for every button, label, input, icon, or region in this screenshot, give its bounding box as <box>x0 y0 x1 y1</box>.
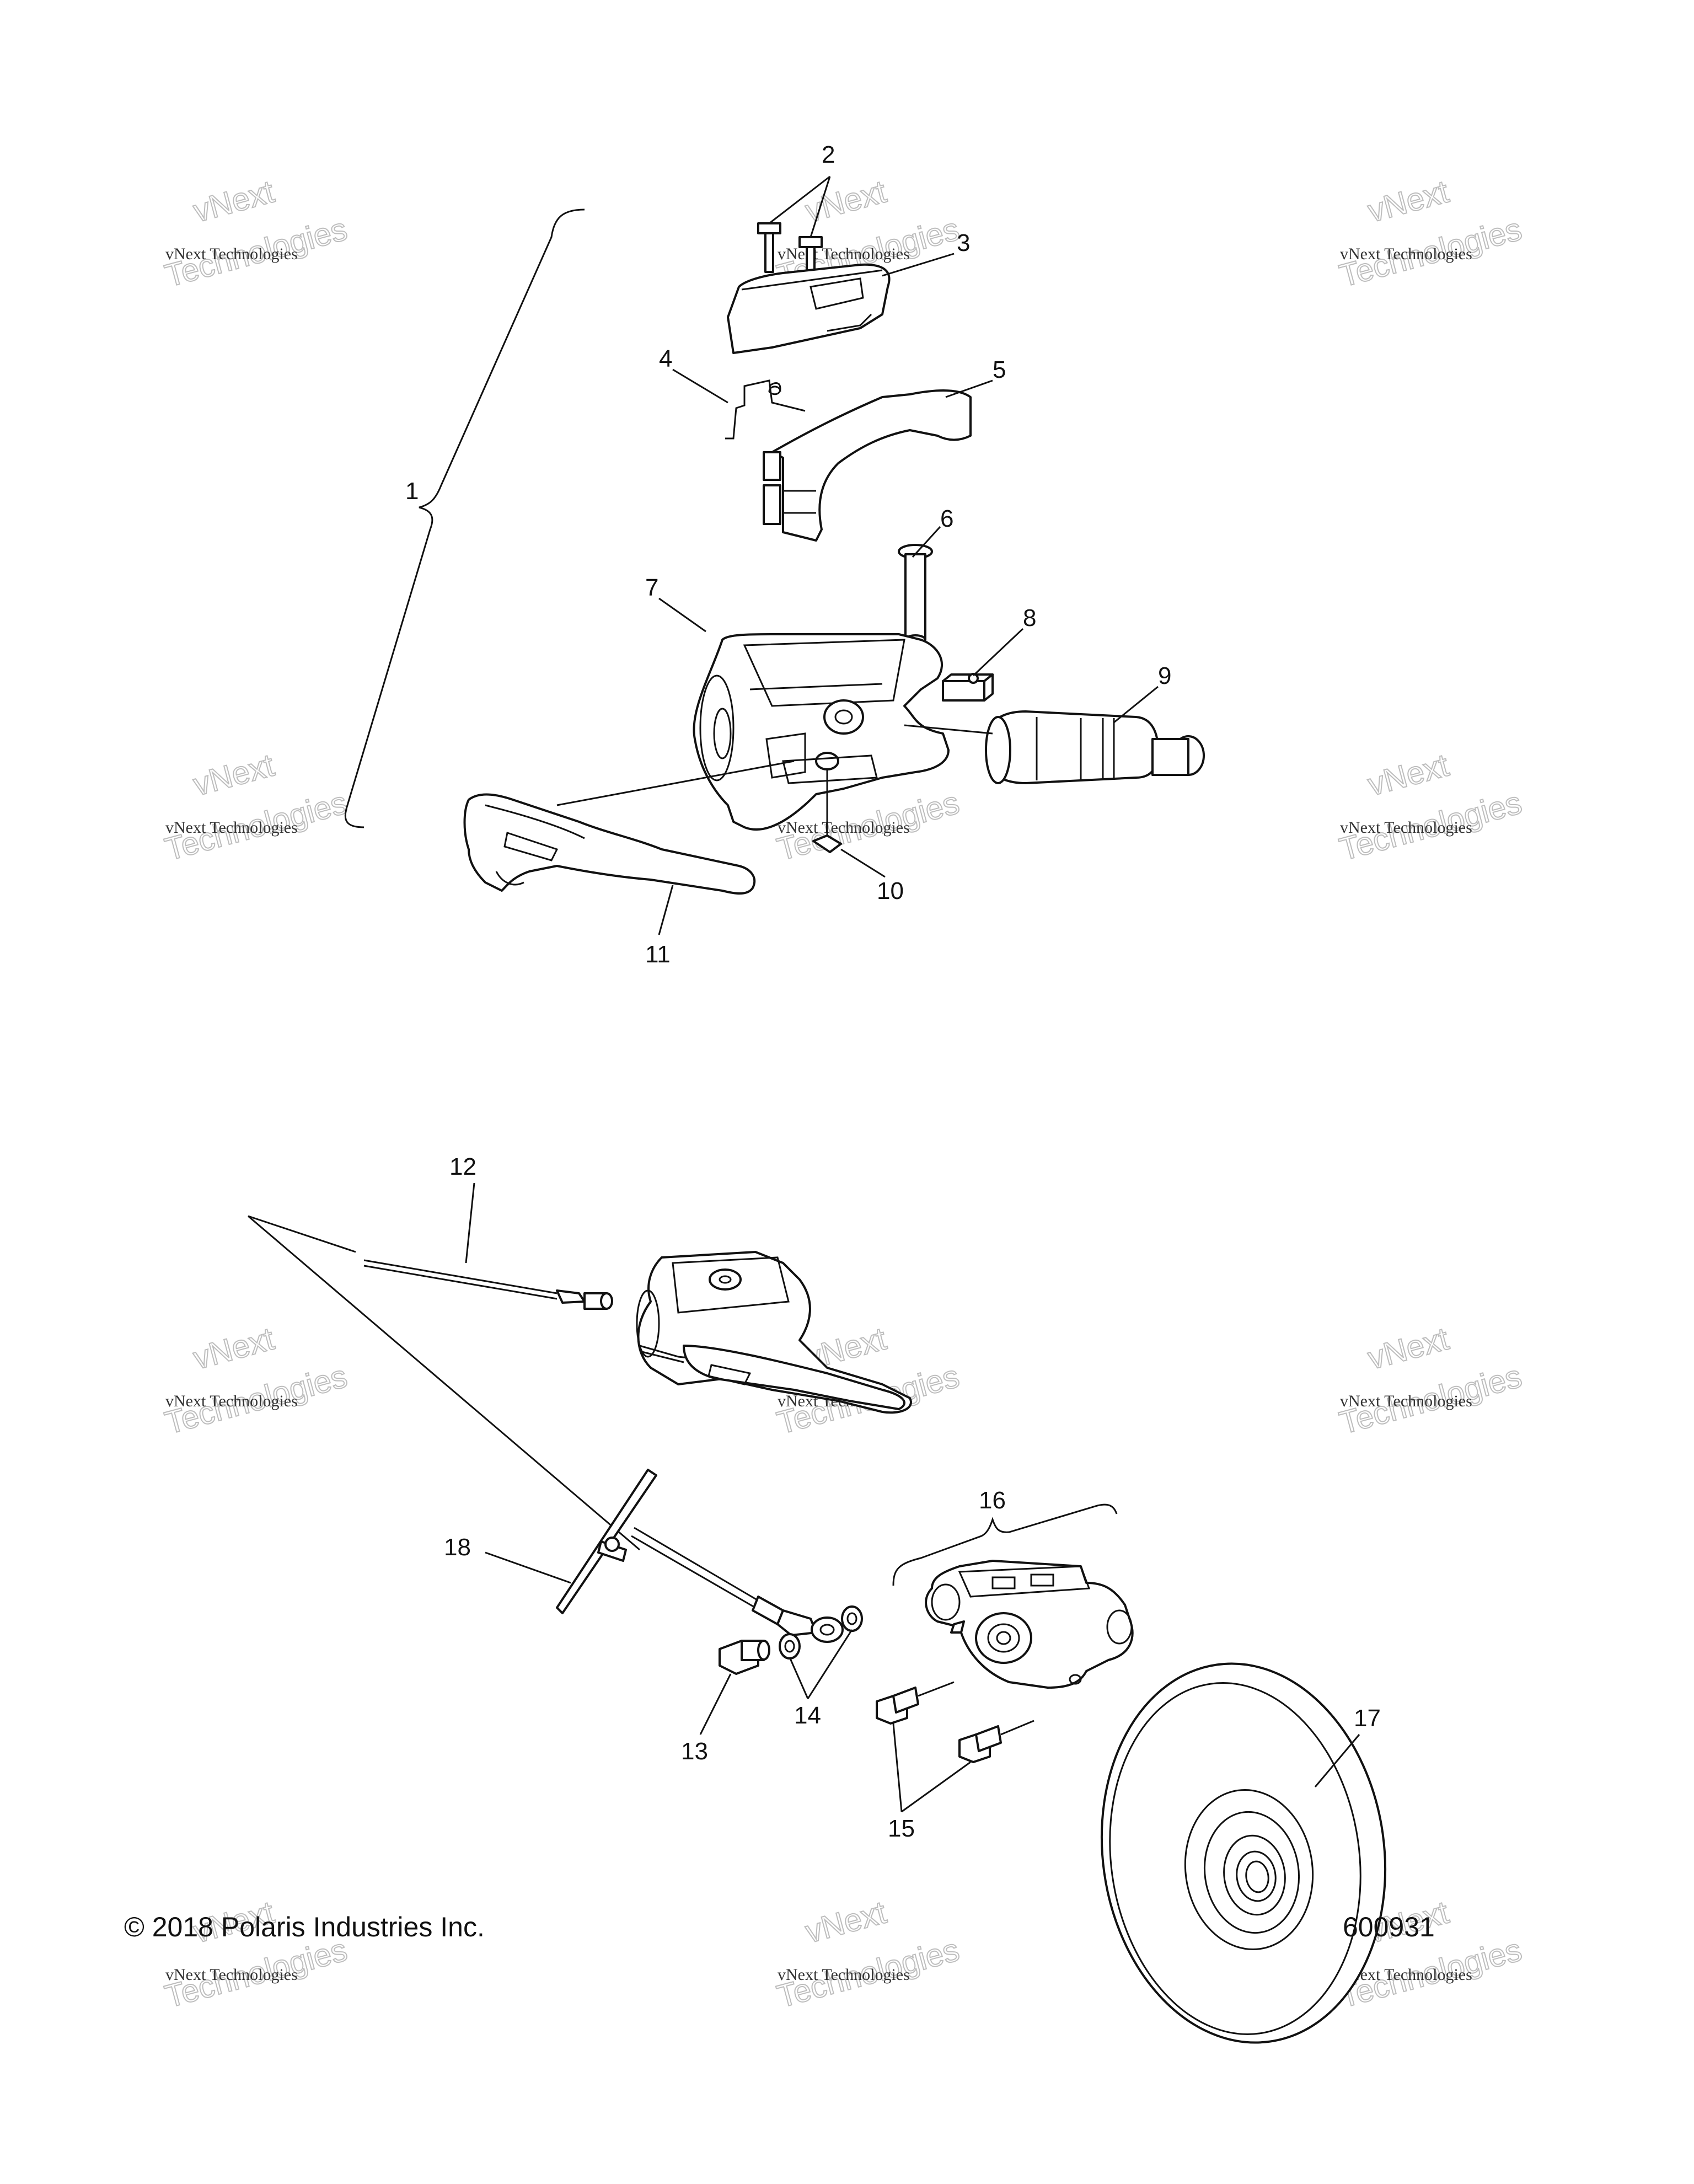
callout-number: 16 <box>979 1487 1006 1514</box>
screw-part <box>757 222 781 273</box>
assembly-brace <box>344 208 585 828</box>
hand-lever-part <box>463 793 756 895</box>
brake-caliper-part <box>925 1560 1134 1689</box>
leader-line <box>769 175 831 238</box>
callout-number: 18 <box>444 1534 471 1561</box>
watermark: vNext Technologies vNext Technologies <box>160 1320 351 1442</box>
parking-lever-part <box>763 389 972 542</box>
leader-line <box>658 885 674 935</box>
watermark: vNext Technologies vNext Technologies <box>773 1894 963 2015</box>
svg-text:vNext: vNext <box>190 1321 278 1377</box>
svg-text:vNext Technologies: vNext Technologies <box>1340 245 1472 263</box>
piston-part <box>985 710 1205 784</box>
leader-line <box>485 1551 571 1584</box>
callout-number: 9 <box>1158 662 1171 689</box>
callout-number: 4 <box>659 345 672 372</box>
callout-number: 2 <box>822 141 835 168</box>
svg-text:vNext Technologies: vNext Technologies <box>165 818 298 837</box>
callout-number: 15 <box>888 1815 915 1842</box>
callout-number: 11 <box>645 941 671 968</box>
svg-text:vNext Technologies: vNext Technologies <box>1340 1392 1472 1410</box>
leader-line <box>556 760 795 806</box>
caliper-bolt-part <box>876 1681 955 1725</box>
washer-part <box>779 1633 801 1660</box>
svg-text:vNext Technologies: vNext Technologies <box>165 245 298 263</box>
leader-line <box>945 379 993 398</box>
svg-text:vNext Technologies: vNext Technologies <box>165 1966 298 1984</box>
watermark: vNext Technologies vNext Technologies <box>1335 173 1526 295</box>
svg-text:vNext: vNext <box>802 1894 890 1950</box>
callout-number: 8 <box>1023 604 1036 631</box>
watermark: vNext Technologies vNext Technologies <box>160 173 351 295</box>
svg-text:vNext: vNext <box>1364 1321 1452 1377</box>
svg-text:vNext Technologies: vNext Technologies <box>778 245 910 263</box>
callout-number: 14 <box>794 1702 821 1729</box>
master-cylinder-body-part <box>693 633 950 831</box>
svg-text:vNext Technologies: vNext Technologies <box>1340 818 1472 837</box>
pivot-pin-part <box>898 544 933 645</box>
svg-text:vNext Technologies: vNext Technologies <box>165 1392 298 1410</box>
brake-switch-part <box>942 673 994 702</box>
svg-text:vNext: vNext <box>1364 174 1452 229</box>
callout-number: 5 <box>993 356 1006 383</box>
leader-line <box>972 628 1024 677</box>
spring-part <box>725 379 806 440</box>
brake-line-part <box>363 1259 613 1310</box>
leader-line <box>840 848 886 878</box>
callout-number: 1 <box>405 478 419 505</box>
leader-line <box>672 368 728 404</box>
leader-line <box>658 597 706 633</box>
washer-part <box>841 1605 863 1632</box>
leader-line <box>892 1723 971 1813</box>
callout-number: 6 <box>940 505 953 532</box>
reservoir-cover-part <box>727 263 891 354</box>
svg-text:vNext: vNext <box>190 747 278 803</box>
callout-number: 10 <box>877 877 904 904</box>
assembly-brace <box>892 1503 1118 1586</box>
hose-fitting-part <box>631 1527 844 1643</box>
svg-text:vNext Technologies: vNext Technologies <box>778 1966 910 1984</box>
leader-line <box>699 1673 732 1735</box>
copyright-text: © 2018 Polaris Industries Inc. <box>124 1912 485 1942</box>
drawing-number: 600931 <box>1343 1912 1435 1942</box>
callout-number: 13 <box>681 1738 708 1765</box>
banjo-bolt-part <box>719 1640 770 1675</box>
watermark: vNext Technologies vNext Technologies <box>160 747 351 868</box>
leader-line <box>465 1182 475 1264</box>
leader-line <box>882 253 955 277</box>
callout-number: 12 <box>449 1153 476 1180</box>
caliper-bolt-part <box>958 1720 1034 1763</box>
leader-line <box>1314 1734 1360 1787</box>
leader-line <box>912 526 941 558</box>
leader-line <box>248 1215 640 1551</box>
callout-number: 17 <box>1354 1705 1381 1732</box>
watermark: vNext Technologies vNext Technologies <box>1335 1320 1526 1442</box>
leader-line <box>1113 686 1159 724</box>
assembled-master-cylinder-part <box>636 1251 912 1414</box>
leader-line <box>789 1629 853 1699</box>
leader-line <box>904 724 993 735</box>
svg-text:vNext: vNext <box>1364 747 1452 803</box>
watermark: vNext Technologies vNext Technologies <box>1335 747 1526 868</box>
tie-strap-part <box>556 1469 657 1614</box>
clip-part <box>812 834 842 853</box>
svg-text:vNext Technologies: vNext Technologies <box>778 818 910 837</box>
callout-number: 7 <box>645 574 658 601</box>
callout-number: 3 <box>957 229 970 256</box>
svg-text:vNext: vNext <box>190 174 278 229</box>
brake-disc-part <box>1100 1662 1387 2044</box>
